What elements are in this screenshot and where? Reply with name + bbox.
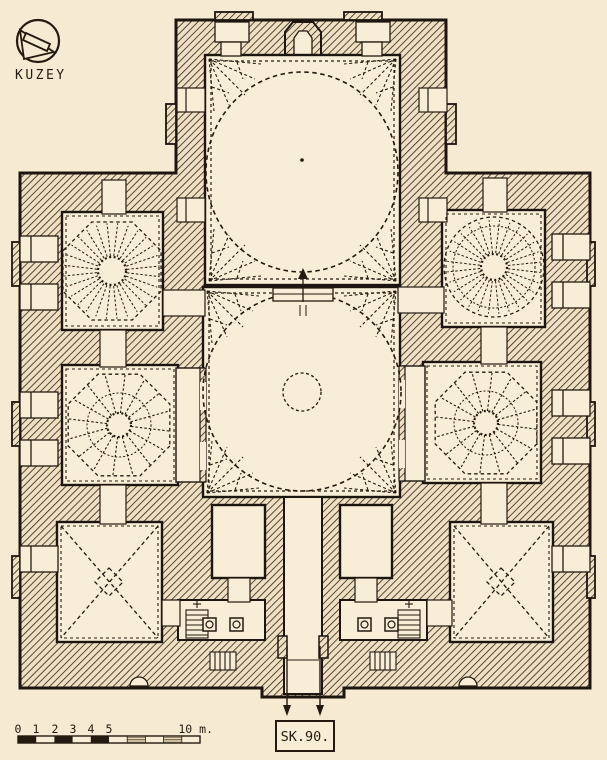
exterior-windows (19, 21, 591, 687)
door-openings (99, 177, 508, 627)
vault-bottom-left (60, 525, 159, 639)
window-qibla-left (214, 21, 250, 43)
room-mid-left (60, 363, 180, 487)
column-base (357, 617, 372, 632)
column-base (202, 617, 217, 632)
dome-upper-right (443, 213, 545, 324)
reference-label: SK.90. (281, 729, 330, 745)
down-arrow-icon (283, 705, 291, 716)
rooms (55, 53, 555, 695)
entrance-details (185, 600, 421, 671)
door-right-rooms (480, 326, 508, 365)
north-dome-center-dot (300, 158, 304, 162)
entrance-corridor (283, 496, 323, 695)
scale-tick-2: 2 (52, 722, 59, 736)
door-left-niche (227, 577, 251, 603)
stairs-right (397, 609, 421, 639)
north-arrow-icon: KUZEY (15, 18, 67, 83)
dome-mid-right (426, 365, 538, 480)
room-upper-right (440, 208, 547, 329)
column-base (229, 617, 244, 632)
column-base (384, 617, 399, 632)
facade-niche-right (458, 676, 478, 687)
pier-qibla-right (361, 41, 383, 57)
scale-tick-1: 1 (33, 722, 40, 736)
door-right-niche (354, 577, 378, 603)
down-arrow-icon (316, 705, 324, 716)
dome-upper-left (62, 215, 162, 327)
side-aisles (175, 365, 426, 483)
pier-qibla-left (220, 41, 242, 57)
stairs-right-lower (369, 651, 397, 671)
axis-marker (272, 268, 334, 316)
facade-niche-left (129, 676, 149, 687)
room-mid-right (421, 360, 543, 485)
north-label: KUZEY (15, 68, 67, 83)
door-right-rooms-lower (480, 482, 508, 525)
window-qibla-right (355, 21, 391, 43)
scale-tick-5: 5 (106, 722, 113, 736)
vault-bottom-right (453, 525, 550, 639)
pilaster-cap (343, 11, 383, 21)
room-central-dome-hall (201, 285, 402, 499)
room-north-dome-hall (203, 53, 402, 287)
scale-end-label: 10 m. (178, 722, 213, 736)
room-left-niche (210, 503, 267, 580)
door-upperleft-hall (162, 289, 206, 317)
scale-tick-0: 0 (15, 722, 22, 736)
room-upper-left (60, 210, 165, 332)
scale-bar: 0 1 2 3 4 5 10 m. (15, 722, 213, 744)
room-right-niche (338, 503, 394, 580)
plus-marks (193, 600, 413, 608)
pilaster-cap (214, 11, 254, 21)
window-north-left (101, 179, 127, 215)
mihrab-niche (293, 30, 313, 56)
window-north-right (482, 177, 508, 213)
dome-mid-left (65, 368, 175, 482)
door-bottomleft-vestibule (161, 599, 181, 627)
central-lantern-circle (282, 372, 322, 412)
scale-tick-3: 3 (70, 722, 77, 736)
buttresses (11, 103, 596, 599)
stairs-left-lower (209, 651, 237, 671)
scale-tick-4: 4 (88, 722, 95, 736)
door-upperright-hall (397, 286, 445, 314)
door-left-rooms (99, 329, 127, 368)
door-left-rooms-lower (99, 484, 127, 525)
reference-callout: SK.90. (275, 646, 335, 752)
axis-arrow-icon (298, 268, 308, 279)
door-bottomright-vestibule (426, 599, 453, 627)
